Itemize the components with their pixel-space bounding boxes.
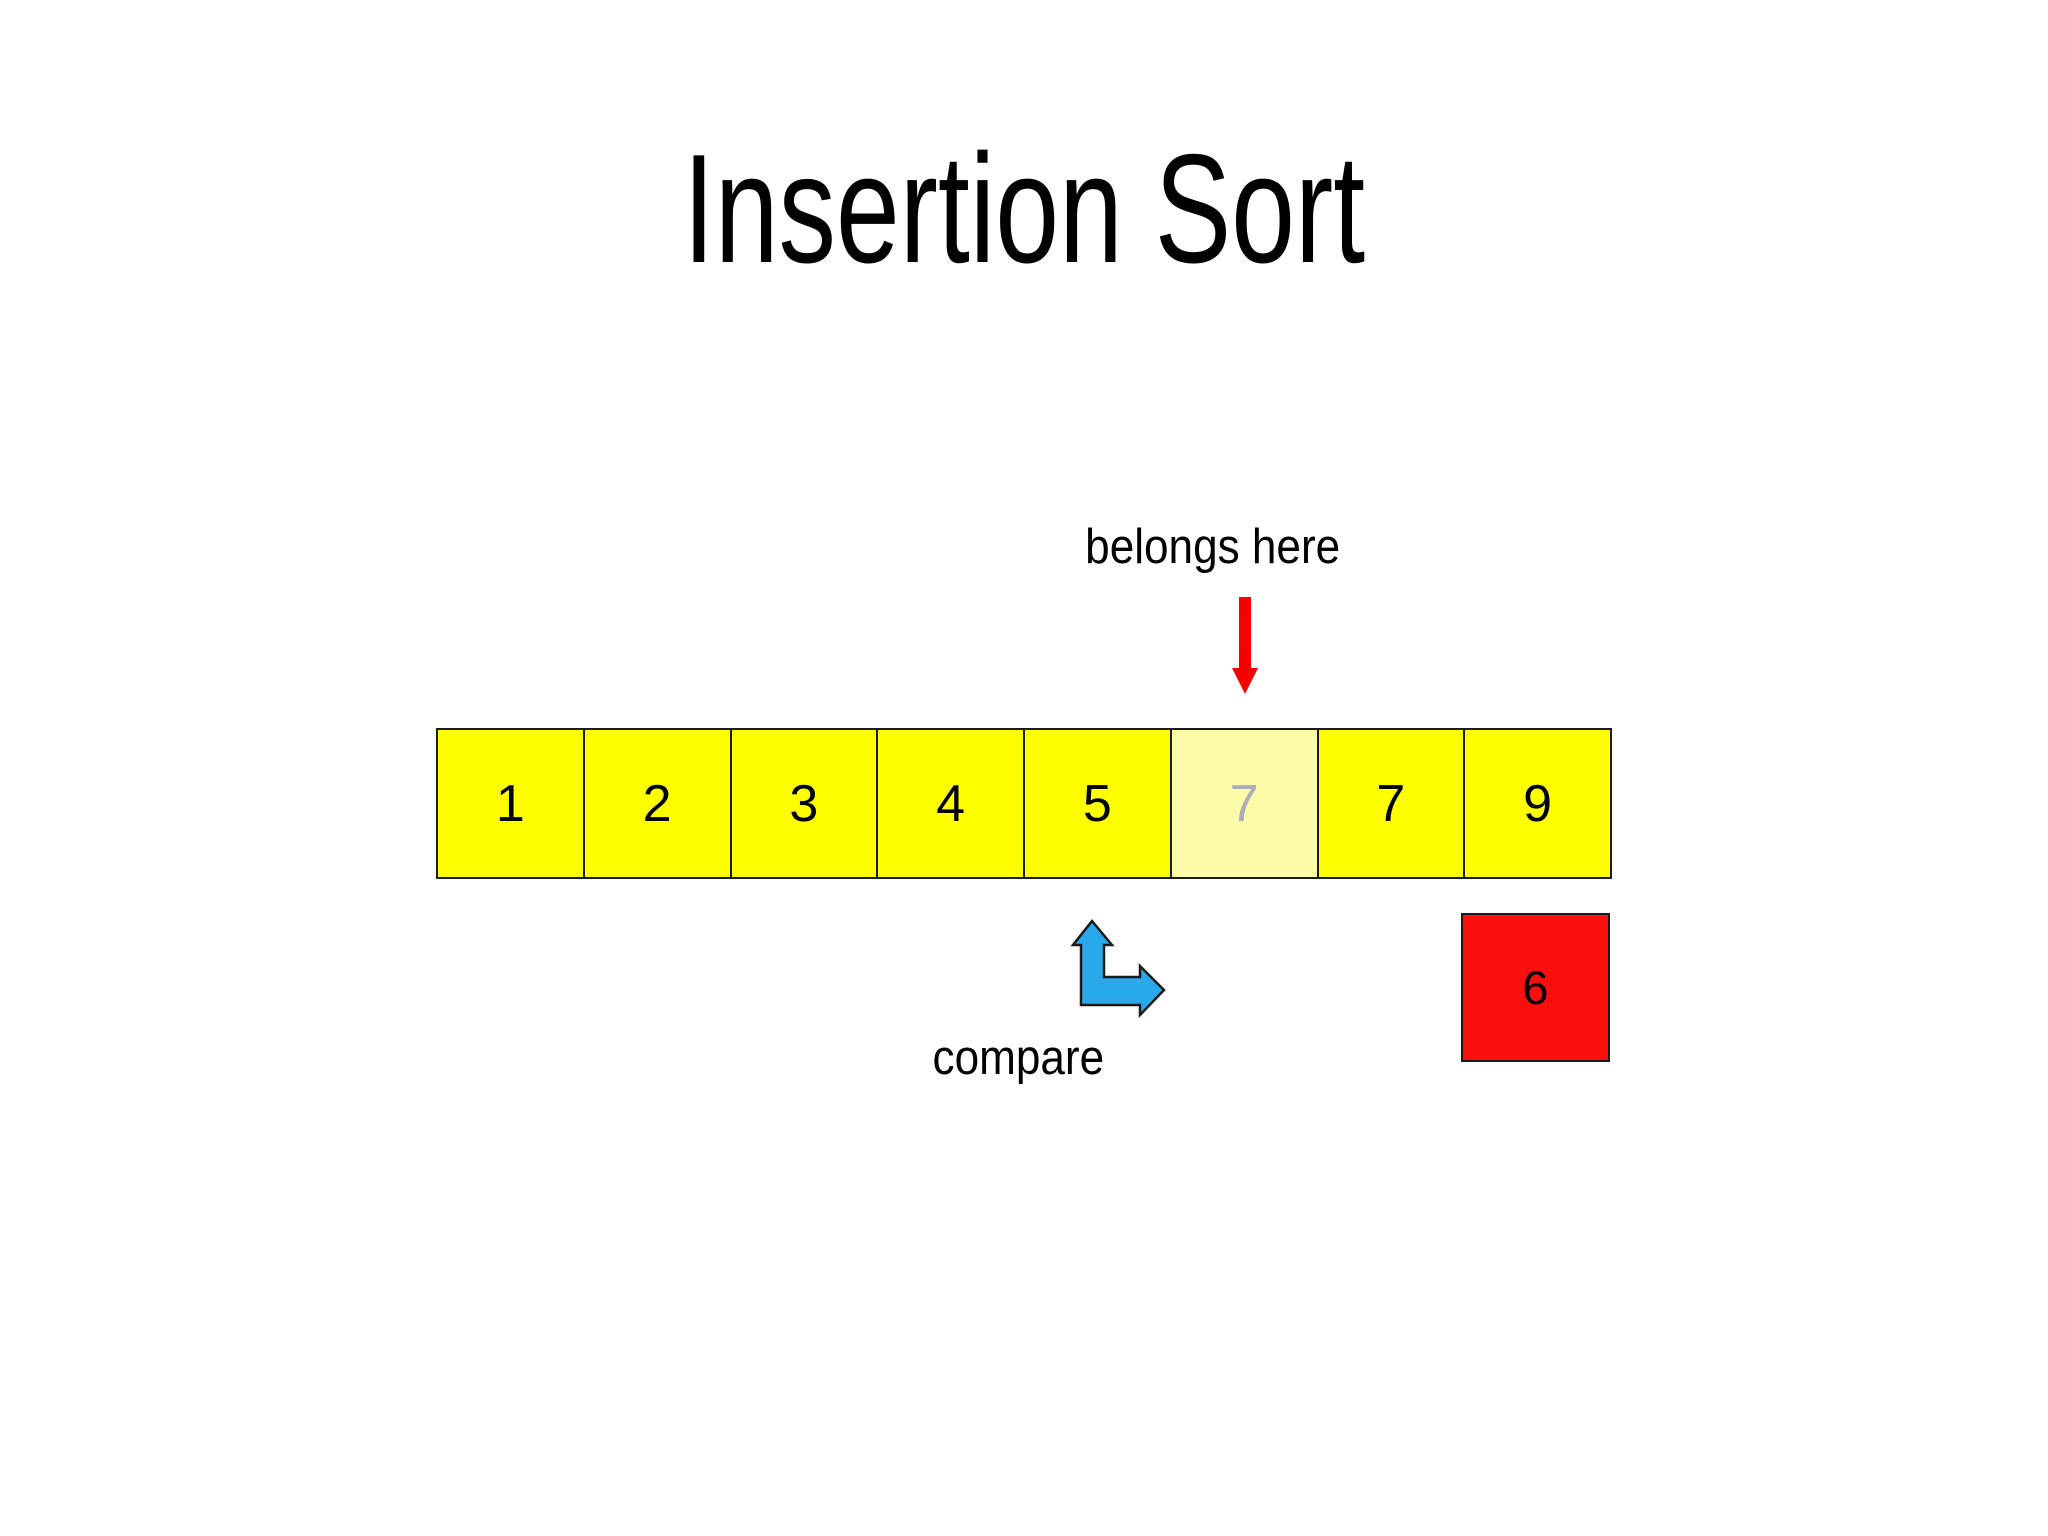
array-cell: 3: [731, 730, 877, 877]
compare-arrow-icon: [1070, 919, 1166, 1018]
array-cell: 4: [878, 730, 1023, 877]
array-cell: 9: [1465, 730, 1610, 877]
compare-label-text: compare: [932, 1031, 1104, 1085]
array-cell: 2: [584, 730, 730, 877]
array-cell: 7: [1318, 730, 1464, 877]
array-cell: 7: [1171, 730, 1317, 877]
array-cell: 1: [438, 730, 583, 877]
page-title: Insertion Sort: [682, 122, 1366, 295]
detached-cell-value: 6: [1522, 961, 1549, 1014]
belongs-here-label-text: belongs here: [1085, 520, 1341, 574]
belongs-here-arrow-icon: [1232, 597, 1258, 694]
detached-cell: 6: [1461, 913, 1610, 1062]
compare-label: compare: [868, 1029, 1168, 1088]
array-cell: 5: [1025, 730, 1170, 877]
belongs-here-label: belongs here: [1013, 518, 1413, 577]
